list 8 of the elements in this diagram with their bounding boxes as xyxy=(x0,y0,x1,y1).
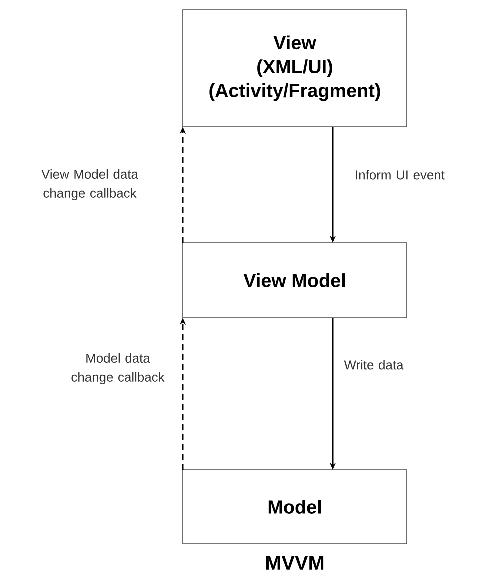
process-box: View Model xyxy=(182,242,408,318)
edge-label: Model data change callback xyxy=(72,354,165,384)
process-box: View (XML/UI) (Activity/Fragment) xyxy=(182,10,408,128)
process-box: Model xyxy=(182,470,408,544)
edge-label: Write data xyxy=(344,360,404,370)
edge-label: View Model data change callback xyxy=(42,170,138,200)
edge-label: Inform UI event xyxy=(356,170,445,180)
caption: MVVM xyxy=(266,556,324,570)
